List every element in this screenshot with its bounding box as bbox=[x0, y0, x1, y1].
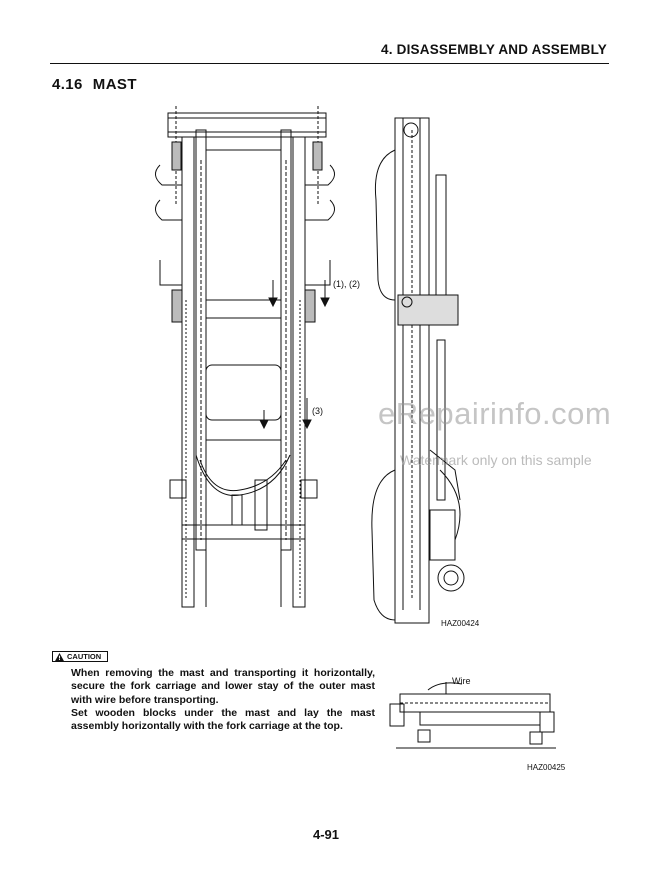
caution-paragraph-2: Set wooden blocks under the mast and lay… bbox=[71, 706, 375, 733]
mast-horizontal-view bbox=[389, 682, 556, 749]
header-divider bbox=[50, 63, 609, 64]
caution-paragraph-1: When removing the mast and transporting … bbox=[71, 667, 375, 706]
warning-triangle-icon bbox=[55, 652, 64, 661]
chapter-title: 4. DISASSEMBLY AND ASSEMBLY bbox=[381, 42, 607, 57]
section-number: 4.16 bbox=[52, 76, 83, 93]
caution-badge: CAUTION bbox=[52, 651, 108, 662]
figure-code-1: HAZ00424 bbox=[441, 619, 480, 628]
caution-label: CAUTION bbox=[67, 652, 102, 661]
watermark-sub: Watermark only on this sample bbox=[400, 452, 592, 468]
dimension-label-1-2: (1), (2) bbox=[333, 279, 360, 289]
watermark-main: eRepairinfo.com bbox=[378, 396, 612, 431]
mast-side-view bbox=[371, 117, 465, 624]
figure-code-2: HAZ00425 bbox=[527, 763, 566, 772]
wire-callout: Wire bbox=[452, 676, 471, 686]
section-heading: 4.16 MAST bbox=[52, 76, 137, 93]
section-title: MAST bbox=[92, 76, 137, 93]
page-number: 4-91 bbox=[313, 827, 340, 842]
dimension-label-3: (3) bbox=[312, 406, 323, 416]
caution-text: When removing the mast and transporting … bbox=[71, 667, 375, 733]
mast-front-view bbox=[155, 106, 335, 608]
